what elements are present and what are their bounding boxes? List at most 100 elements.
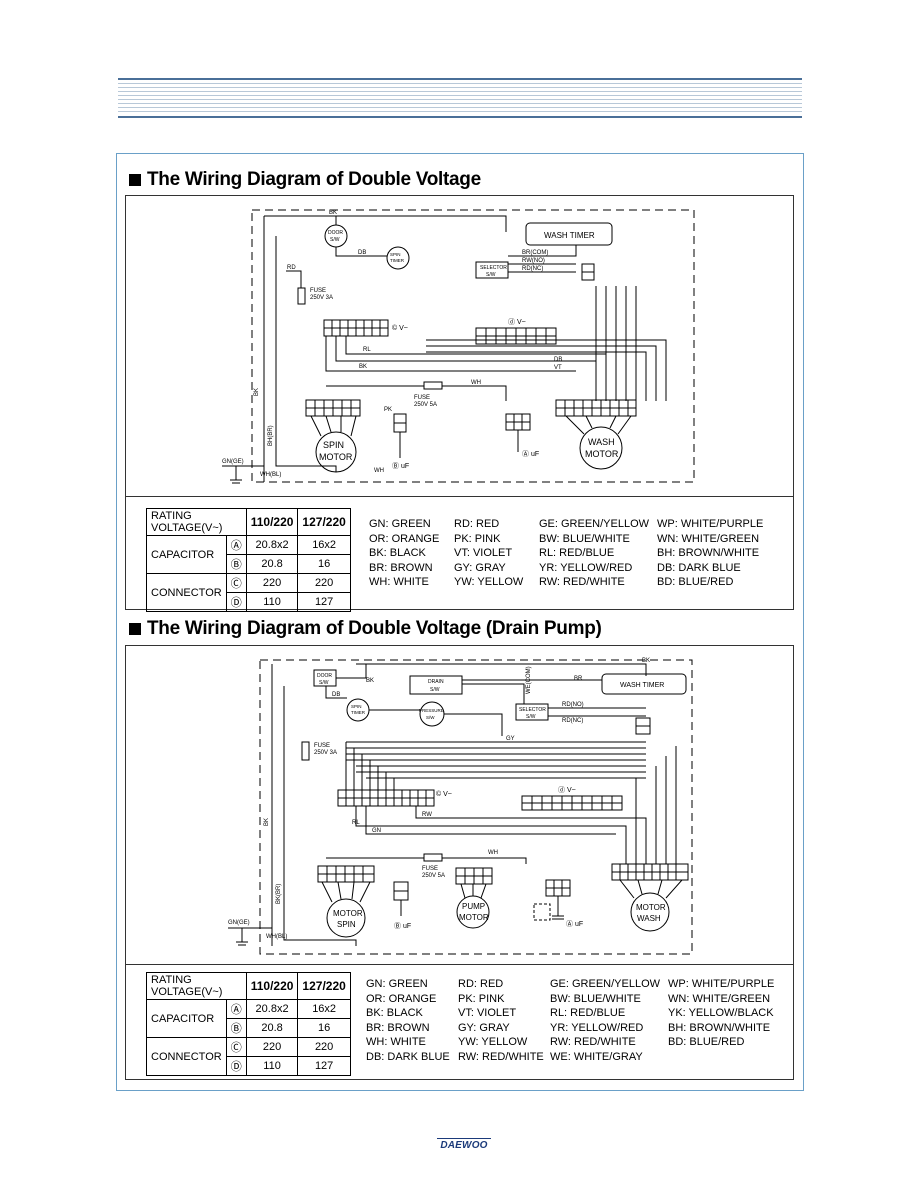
pump-motor-leads <box>460 883 487 899</box>
table-row: Ⓓ 110 127 <box>147 1056 351 1076</box>
section1-panel: BK DOOR S/W SPIN TIMER DB WASH TIMER SEL… <box>125 195 794 612</box>
label-bk-left: BK <box>254 388 260 396</box>
legend-entry: WN: WHITE/GREEN <box>657 532 760 545</box>
cell-value: 220 <box>245 573 299 593</box>
cell-value: 20.8x2 <box>245 535 299 555</box>
table-row: CONNECTOR Ⓒ 220 220 <box>146 1037 351 1076</box>
spin-timer-label2: TIMER <box>390 258 405 263</box>
spin-timer-label: SPIN <box>351 704 362 709</box>
connector-c-grid <box>338 790 434 806</box>
legend-entry: GE: GREEN/YELLOW <box>550 978 661 990</box>
legend-entry: PK: PINK <box>458 992 505 1005</box>
cell-value: 16x2 <box>297 999 351 1019</box>
label-bk-br: BK(BR) <box>276 884 282 904</box>
pressure-label: PRESSURE <box>419 708 444 713</box>
legend-entry: RW: RED/WHITE <box>539 576 625 588</box>
connector-c-label: © V~ <box>436 790 452 798</box>
row-symbol: Ⓑ <box>225 1018 247 1038</box>
wire-selector <box>508 245 577 273</box>
rating-header-line1: RATING <box>151 974 192 986</box>
legend-entry: YR: YELLOW/RED <box>550 1021 644 1034</box>
table-row: Ⓑ 20.8 16 <box>147 554 351 574</box>
cell-value: 220 <box>245 1037 299 1057</box>
section1-title-text: The Wiring Diagram of Double Voltage <box>147 169 481 190</box>
legend-entry: BD: BLUE/RED <box>668 1036 745 1048</box>
table-row: CAPACITOR Ⓐ 20.8x2 16x2 <box>146 535 351 574</box>
wire-db <box>325 686 347 699</box>
label-rd-no: RD(NO) <box>562 702 584 708</box>
cell-value: 220 <box>297 573 351 593</box>
spin-motor-label: MOTOR <box>333 909 363 918</box>
spin-timer-label: SPIN <box>390 252 401 257</box>
connector-d-label: ⓓ V~ <box>558 786 576 794</box>
wire-fuse2 <box>326 385 507 401</box>
connector-d-grid <box>476 328 556 344</box>
selector-label2: S/W <box>486 272 496 278</box>
legend-entry: WE: WHITE/GRAY <box>550 1050 643 1063</box>
wire-bk-top <box>264 215 507 232</box>
selector-label: SELECTOR <box>480 265 507 271</box>
section1-rating-table: RATING VOLTAGE(V~) 110/220 127/220 CAPAC… <box>146 508 351 612</box>
cell-value: 220 <box>297 1037 351 1057</box>
connector-d-grid <box>522 796 622 810</box>
rating-header-line2: VOLTAGE(V~) <box>151 986 223 998</box>
legend-entry: GY: GRAY <box>458 1021 510 1034</box>
door-label-sw: S/W <box>319 680 329 686</box>
wire-bus-drops <box>345 742 395 790</box>
label-gy: GY <box>506 736 515 742</box>
rating-header-line1: RATING <box>151 510 192 522</box>
wire-bus-vertical <box>595 286 637 401</box>
wire-db <box>335 247 387 257</box>
header-rule-band <box>118 78 802 118</box>
rating-col-2: 127/220 <box>297 972 351 1000</box>
fuse2-label: FUSE <box>414 395 430 401</box>
legend-entry: WP: WHITE/PURPLE <box>657 518 764 530</box>
wire-left-vertical <box>263 216 337 482</box>
fuse-5a <box>423 381 443 390</box>
cell-value: 16 <box>297 1018 351 1038</box>
legend-entry: DB: DARK BLUE <box>366 1050 450 1063</box>
bullet-square-icon <box>129 174 141 186</box>
cap-a-label: Ⓐ uF <box>522 450 539 458</box>
pump-motor <box>456 895 490 929</box>
table-row: CAPACITOR Ⓐ 20.8x2 16x2 <box>146 999 351 1038</box>
cap-b-label: Ⓑ uF <box>394 922 411 930</box>
content-frame <box>116 153 804 1091</box>
label-wh: WH <box>488 850 498 856</box>
row-symbol: Ⓓ <box>225 1056 247 1076</box>
drain-label-sw: S/W <box>430 687 440 693</box>
wire-door <box>336 664 367 679</box>
wash-motor-leads <box>619 879 683 899</box>
legend-entry: RL: RED/BLUE <box>539 547 615 559</box>
label-db: DB <box>332 692 340 698</box>
connector-c-grid <box>324 320 388 336</box>
wire-left-vertical <box>271 664 357 946</box>
spin-connector-grid <box>318 866 374 882</box>
section2-divider <box>126 964 793 965</box>
row-symbol: Ⓐ <box>225 535 247 555</box>
bullet-square-icon <box>129 623 141 635</box>
ground-symbol <box>228 927 272 946</box>
selector-switch <box>515 703 549 721</box>
fuse1-rating: 250V 3A <box>314 750 337 756</box>
row-symbol: Ⓒ <box>225 573 247 593</box>
fuse-5a <box>423 853 443 862</box>
connector-d-label: ⓓ V~ <box>508 318 526 326</box>
cell-value: 127 <box>297 592 351 612</box>
connector-c-label: © V~ <box>392 324 408 332</box>
door-switch <box>324 224 348 248</box>
cap-a-lead <box>506 414 530 452</box>
wash-motor-label2: MOTOR <box>585 449 619 459</box>
legend-entry: RW: RED/WHITE <box>458 1050 544 1063</box>
legend-entry: OR: ORANGE <box>366 992 437 1005</box>
label-gn: GN <box>372 828 381 834</box>
row-symbol: Ⓑ <box>225 554 247 574</box>
spin-motor-label2: MOTOR <box>319 452 353 462</box>
spin-motor <box>326 898 366 938</box>
legend-entry: GY: GRAY <box>454 561 506 574</box>
connector-label: CONNECTOR <box>146 1037 227 1076</box>
wire-top <box>356 663 647 676</box>
cap-a-label: Ⓐ uF <box>566 920 583 928</box>
wire-bus-main <box>355 746 677 864</box>
